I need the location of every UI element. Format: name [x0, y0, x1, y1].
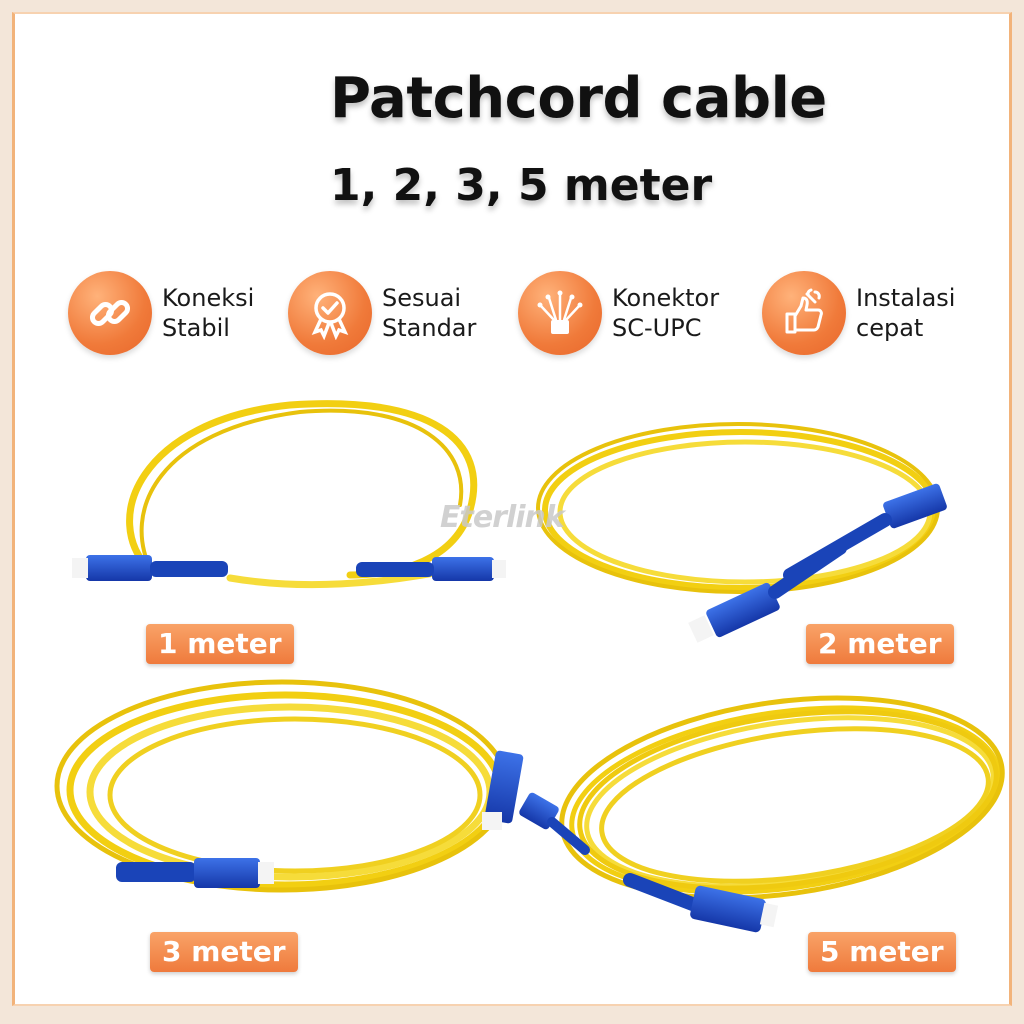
- chain-link-icon: [68, 271, 152, 355]
- feature-label: Konektor SC-UPC: [612, 284, 720, 342]
- sc-connector: [356, 557, 506, 581]
- watermark-logo: Eterlink: [440, 500, 565, 535]
- sc-connector: [519, 792, 590, 855]
- sc-connector: [688, 541, 847, 643]
- cable-2-meter: [536, 422, 940, 594]
- feature-koneksi-stabil: Koneksi Stabil: [68, 268, 254, 358]
- sc-connector: [116, 858, 274, 888]
- award-badge-icon: [288, 271, 372, 355]
- badge-3-meter: 3 meter: [150, 932, 298, 972]
- feature-sesuai-standar: Sesuai Standar: [288, 268, 476, 358]
- sc-connector: [482, 750, 524, 830]
- cable-5-meter: [559, 695, 1005, 901]
- badge-1-meter: 1 meter: [146, 624, 294, 664]
- sc-connector: [72, 555, 228, 581]
- thumbs-up-wrench-icon: [762, 271, 846, 355]
- sc-connector: [623, 873, 779, 933]
- product-card: [12, 12, 1012, 1006]
- badge-5-meter: 5 meter: [808, 932, 956, 972]
- feature-instalasi-cepat: Instalasi cepat: [762, 268, 955, 358]
- cable-1-meter: [126, 400, 478, 589]
- feature-label: Sesuai Standar: [382, 284, 477, 342]
- page-subtitle: 1, 2, 3, 5 meter: [330, 160, 713, 211]
- feature-label: Koneksi Stabil: [162, 284, 255, 342]
- badge-2-meter: 2 meter: [806, 624, 954, 664]
- feature-label: Instalasi cepat: [856, 284, 956, 342]
- cable-3-meter: [54, 679, 510, 893]
- page-title: Patchcord cable: [330, 66, 827, 131]
- fiber-optic-icon: [518, 271, 602, 355]
- feature-konektor-sc-upc: Konektor SC-UPC: [518, 268, 719, 358]
